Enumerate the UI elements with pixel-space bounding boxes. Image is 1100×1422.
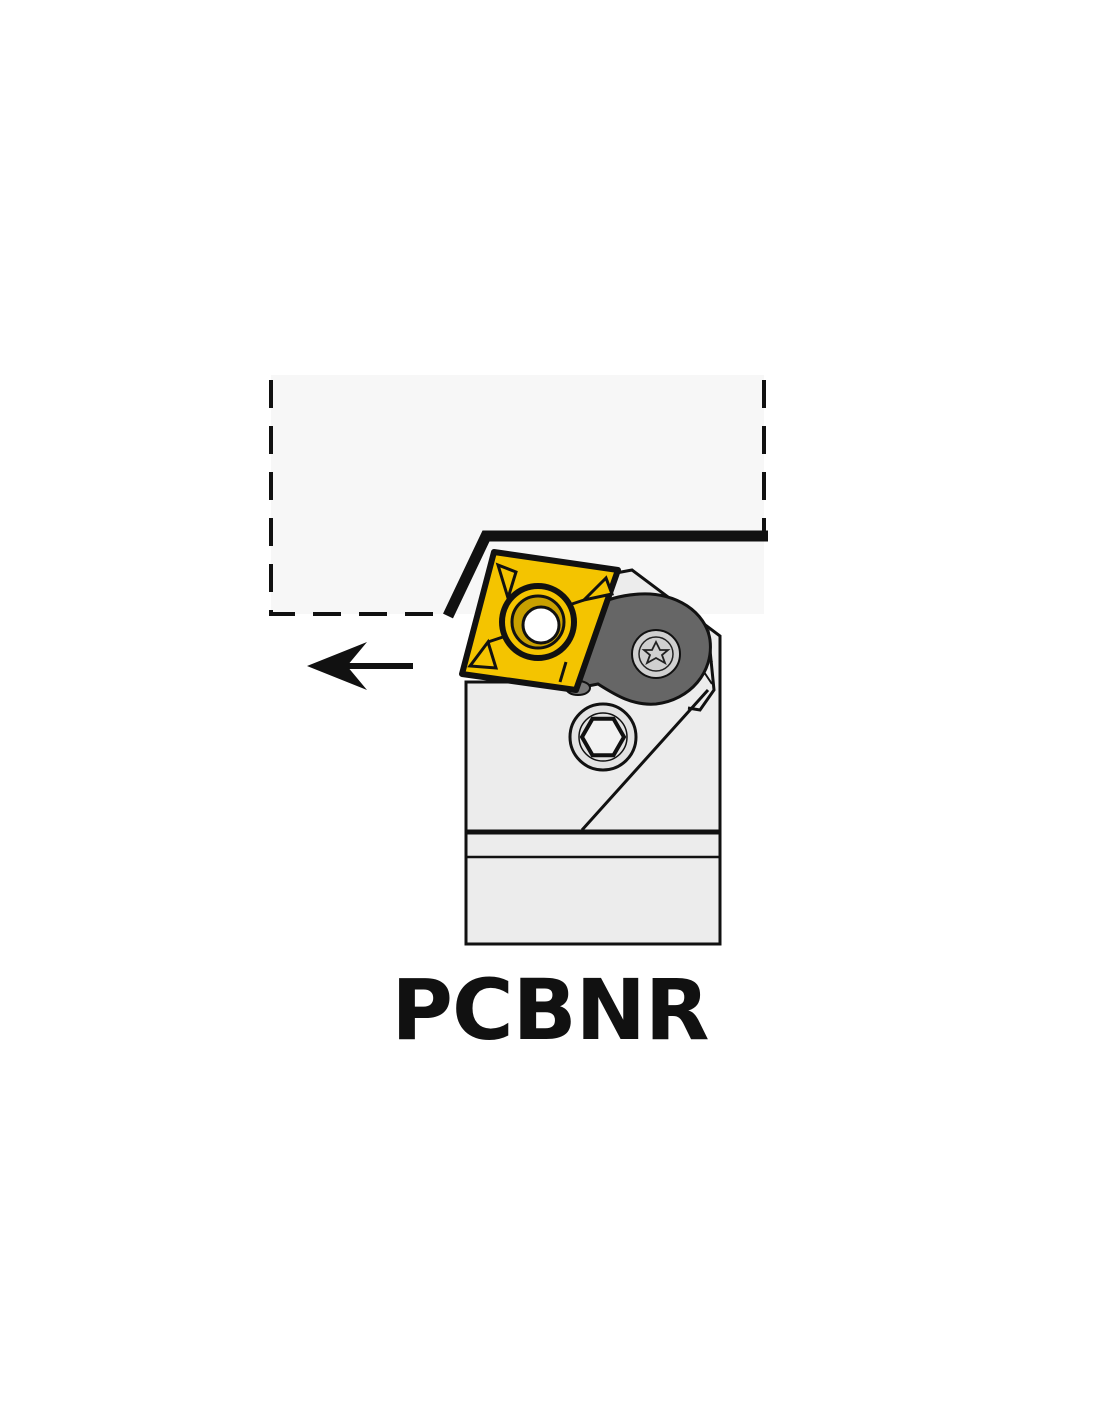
machined-profile xyxy=(443,530,768,619)
arrow-left-icon xyxy=(307,642,413,690)
torx-screw-icon xyxy=(631,629,681,679)
holder-pocket-diagonal xyxy=(580,688,710,832)
insert-chipbreaker-top xyxy=(495,562,518,604)
tool-designation: PCBNR xyxy=(391,961,709,1059)
workpiece-dashed-outline xyxy=(269,380,766,616)
hex-socket-screw-icon xyxy=(568,702,638,772)
cutting-insert xyxy=(459,549,621,693)
insert-chipbreaker-right xyxy=(579,575,615,603)
insert-hole xyxy=(521,605,561,645)
insert-chipbreaker-left xyxy=(467,638,499,670)
